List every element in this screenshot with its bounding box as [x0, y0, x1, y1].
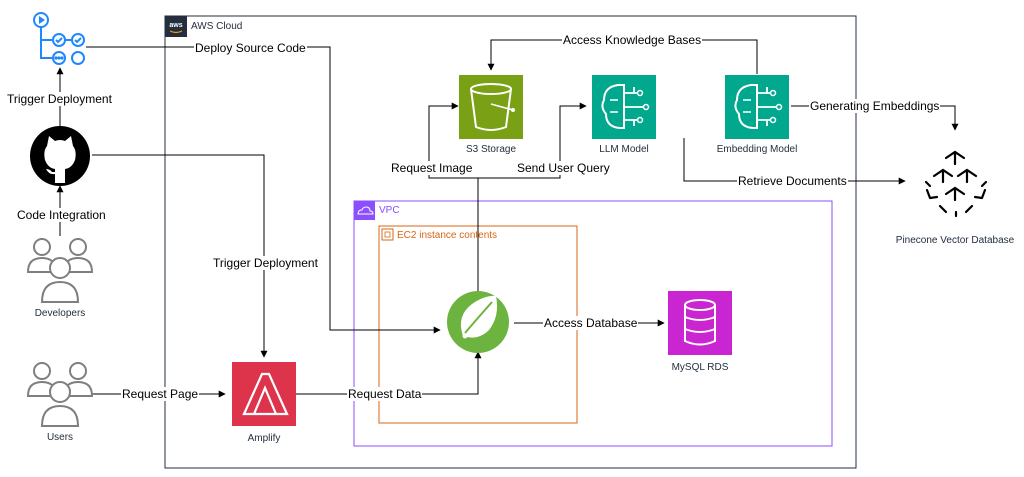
github-icon [30, 126, 90, 186]
spring-boot-icon [447, 291, 509, 353]
pinecone-icon [924, 150, 988, 218]
developers-icon [26, 238, 94, 303]
edge-deploy-source-code [86, 46, 441, 334]
edge-trigger-deployment-mid [92, 154, 268, 358]
edge-label-retrieve-documents: Retrieve Documents [737, 174, 848, 188]
edge-label-send-user-query: Send User Query [516, 161, 611, 175]
edge-label-request-image: Request Image [390, 161, 474, 175]
developers-label: Developers [34, 308, 86, 319]
aws-cloud-group [164, 15, 857, 469]
aws-logo-icon: aws [165, 16, 187, 37]
amplify-label: Amplify [247, 433, 281, 444]
edge-label-access-knowledge-bases: Access Knowledge Bases [562, 33, 703, 47]
llm-label: LLM Model [599, 144, 649, 155]
vpc-cloud-icon [354, 201, 375, 220]
embedding-model-icon [725, 75, 789, 139]
edge-label-trigger-deployment-mid: Trigger Deployment [212, 256, 319, 270]
vpc-label: VPC [379, 205, 400, 216]
users-icon [26, 362, 94, 427]
svg-text:aws: aws [169, 22, 182, 29]
edge-label-generating-embeddings: Generating Embeddings [809, 99, 941, 113]
edge-label-request-data: Request Data [347, 387, 423, 401]
edge-label-code-integration: Code Integration [16, 208, 107, 222]
vpc-group [353, 200, 833, 447]
mysql-label: MySQL RDS [671, 362, 729, 373]
llm-model-icon [592, 75, 656, 139]
aws-cloud-label: AWS Cloud [191, 21, 243, 32]
edge-request-image [428, 102, 479, 292]
edge-label-deploy-source-code: Deploy Source Code [194, 41, 307, 55]
amplify-icon [232, 362, 296, 426]
github-actions-icon [33, 12, 85, 65]
pinecone-label: Pinecone Vector Database [895, 235, 1015, 246]
embedding-label: Embedding Model [716, 144, 798, 155]
edge-send-user-query [478, 102, 587, 179]
ec2-chip-icon [381, 228, 394, 241]
s3-label: S3 Storage [465, 144, 517, 155]
edge-label-request-page: Request Page [121, 387, 200, 401]
edge-label-access-database: Access Database [543, 316, 639, 330]
ec2-label: EC2 instance contents [397, 230, 498, 241]
mysql-rds-icon [668, 291, 732, 355]
edge-label-trigger-deployment-left: Trigger Deployment [6, 92, 113, 106]
s3-bucket-icon [459, 75, 523, 139]
users-label: Users [46, 432, 74, 443]
